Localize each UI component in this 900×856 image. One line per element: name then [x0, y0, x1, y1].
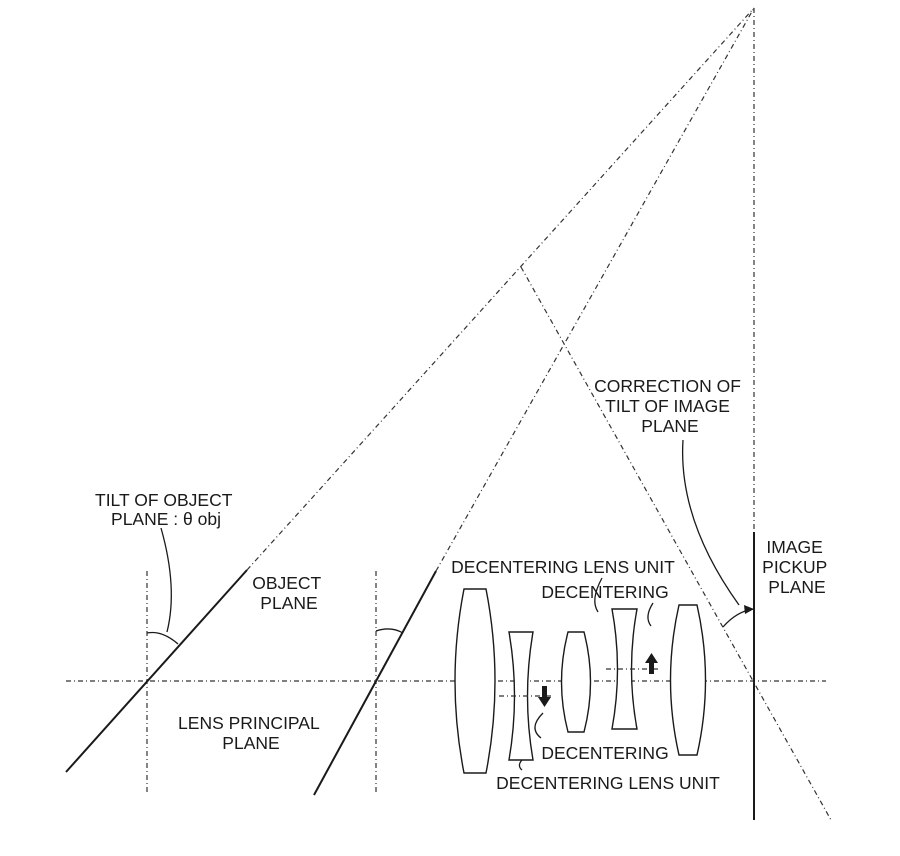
lens-unit-top-leader — [594, 577, 603, 613]
decentering-up-arrow-icon — [645, 653, 658, 674]
decentering-bottom-label: DECENTERING — [541, 743, 668, 763]
lens-element-2 — [508, 631, 534, 761]
lens-element-1 — [454, 588, 496, 774]
correction-leader — [681, 439, 740, 606]
image-pickup-plane-label: IMAGE PICKUP PLANE — [762, 537, 832, 597]
object-plane-line — [65, 569, 248, 773]
image-plane-correction-line — [520, 266, 832, 821]
lens-principal-plane-extension — [435, 7, 755, 572]
image-tilt-angle-arrowhead — [744, 605, 754, 614]
decentering-down-arrow-icon — [538, 686, 551, 707]
decentering-top-label: DECENTERING — [541, 582, 668, 602]
decentering-lens-unit-bottom-label: DECENTERING LENS UNIT — [496, 773, 720, 793]
lens-element-3 — [560, 631, 592, 733]
object-plane-label: OBJECT PLANE — [252, 573, 326, 613]
lens-element-4 — [611, 608, 638, 730]
lens-principal-plane-line — [313, 570, 437, 796]
image-tilt-angle-arc — [722, 608, 755, 628]
lens-principal-plane-label: LENS PRINCIPAL PLANE — [178, 713, 324, 753]
tilt-object-label: TILT OF OBJECT PLANE : θ obj — [95, 490, 237, 529]
decentering-bottom-leader — [534, 712, 544, 739]
lens-element-5 — [669, 604, 707, 756]
lens-tilt-angle-arc — [375, 628, 404, 634]
object-plane-extension — [246, 7, 755, 571]
object-tilt-angle-arc — [146, 631, 179, 645]
decentering-lens-unit-top-label: DECENTERING LENS UNIT — [451, 557, 675, 577]
correction-of-tilt-label: CORRECTION OF TILT OF IMAGE PLANE — [594, 376, 746, 436]
tilt-object-leader — [160, 527, 172, 633]
decentering-top-leader — [647, 602, 654, 627]
